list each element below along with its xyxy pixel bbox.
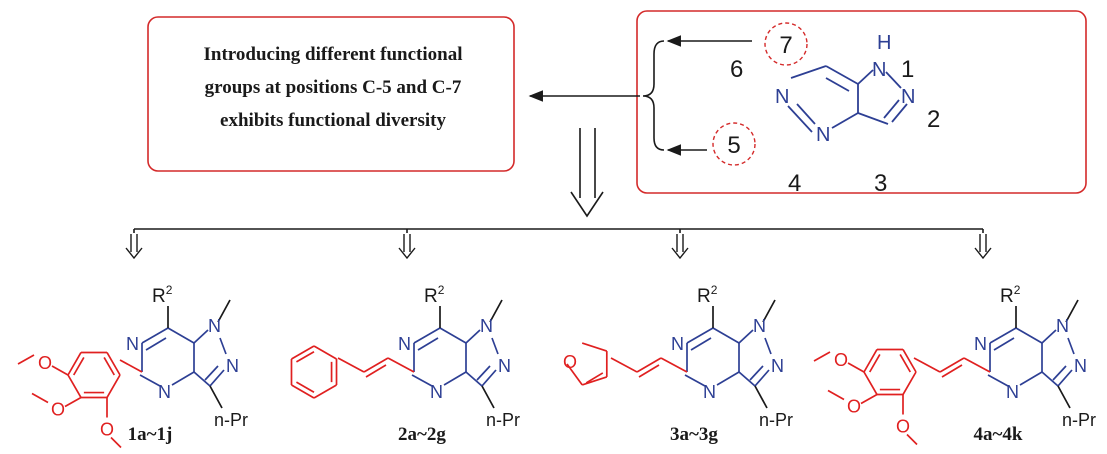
r2-label: R2 (152, 283, 173, 307)
n-propyl-label: n-Pr (759, 410, 793, 430)
oxygen-atom: O (847, 397, 861, 417)
core-h: H (877, 32, 891, 54)
svg-text:N: N (671, 334, 684, 354)
svg-text:N: N (1006, 382, 1019, 402)
position-7-circle (764, 22, 808, 66)
position-5-label: 5 (727, 132, 740, 159)
compound-label: 2a~2g (398, 424, 446, 445)
position-5-circle (712, 122, 756, 166)
n-propyl-label: n-Pr (1062, 410, 1096, 430)
r2-label: R2 (424, 283, 445, 307)
distribution-lines (133, 228, 984, 233)
svg-text:N: N (771, 356, 784, 376)
intro-line-1: Introducing different functional (204, 44, 463, 65)
svg-text:N: N (1074, 356, 1087, 376)
svg-text:N: N (430, 382, 443, 402)
core-n4: N (816, 124, 830, 146)
svg-text:N: N (398, 334, 411, 354)
oxygen-atom: O (100, 420, 114, 440)
oxygen-atom: O (51, 400, 65, 420)
intro-box: Introducing different functional groups … (147, 16, 515, 172)
curly-brace (642, 40, 665, 151)
svg-text:N: N (158, 382, 171, 402)
svg-text:N: N (480, 316, 493, 336)
r2-label: R2 (697, 283, 718, 307)
position-7-label: 7 (779, 32, 792, 59)
small-arrow-1 (125, 234, 143, 260)
small-arrow-2 (398, 234, 416, 260)
position-4-label: 4 (788, 170, 801, 197)
core-bonds (787, 65, 908, 133)
core-structure-box: 7 5 H N N N N 1 2 3 4 6 (636, 10, 1087, 197)
svg-text:N: N (226, 356, 239, 376)
small-arrows (125, 234, 992, 260)
core-n2: N (901, 86, 915, 108)
compound-label: 1a~1j (128, 424, 173, 445)
svg-text:N: N (974, 334, 987, 354)
position-2-label: 2 (927, 106, 940, 133)
svg-text:N: N (753, 316, 766, 336)
oxygen-atom: O (38, 353, 52, 373)
position-3-label: 3 (874, 170, 887, 197)
compound-label: 3a~3g (670, 424, 718, 445)
core-n1: N (872, 59, 886, 81)
oxygen-atom: O (896, 417, 910, 437)
svg-text:N: N (126, 334, 139, 354)
svg-text:N: N (498, 356, 511, 376)
n-propyl-label: n-Pr (486, 410, 520, 430)
r2-label: R2 (1000, 283, 1021, 307)
small-arrow-3 (671, 234, 689, 260)
n-propyl-label: n-Pr (214, 410, 248, 430)
position-1-label: 1 (901, 56, 914, 83)
intro-line-3: exhibits functional diversity (220, 110, 446, 131)
svg-text:N: N (703, 382, 716, 402)
oxygen-atom: O (834, 350, 848, 370)
intro-line-2: groups at positions C-5 and C-7 (205, 77, 462, 98)
core-n6: N (775, 86, 789, 108)
compound-label: 4a~4k (974, 424, 1023, 445)
position-6-label: 6 (730, 56, 743, 83)
svg-text:N: N (208, 316, 221, 336)
small-arrow-4 (974, 234, 992, 260)
oxygen-atom: O (563, 352, 577, 372)
svg-text:N: N (1056, 316, 1069, 336)
retro-arrow (570, 128, 604, 218)
